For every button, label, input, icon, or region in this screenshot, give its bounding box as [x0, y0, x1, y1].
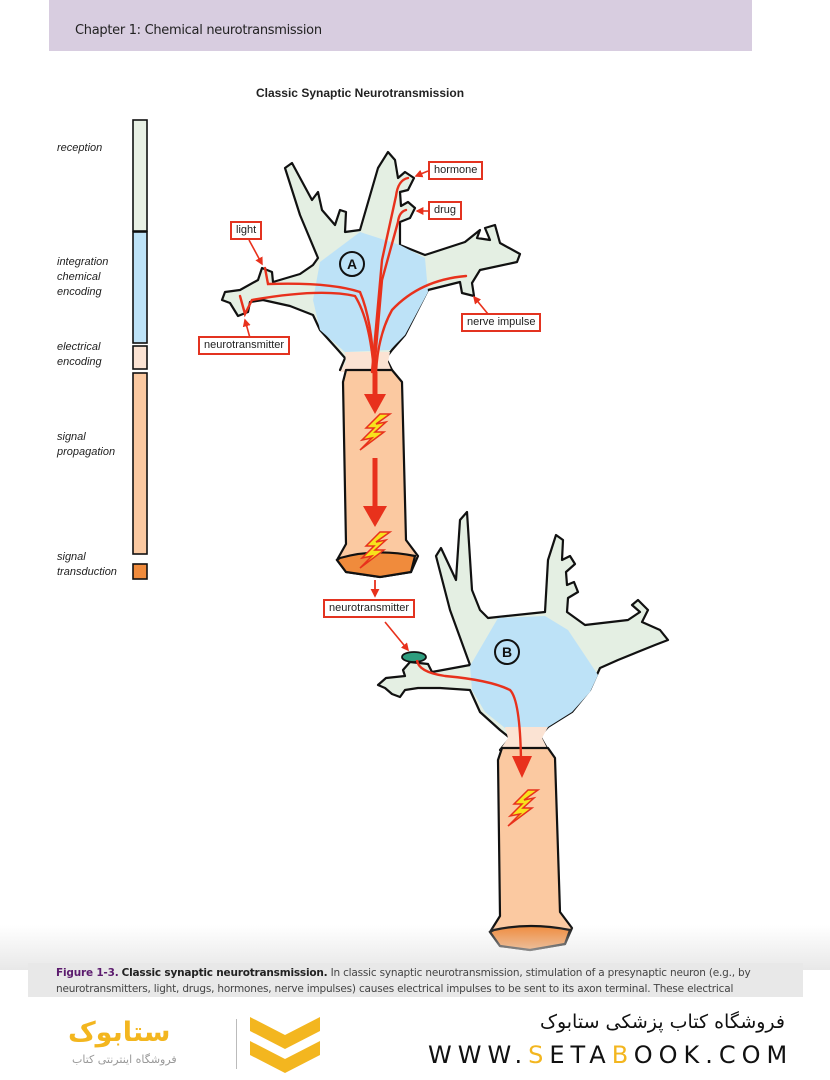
chapter-title: Chapter 1: Chemical neurotransmission [75, 23, 322, 38]
neuron-a-terminal [335, 551, 417, 579]
url-highlight: S [528, 1041, 550, 1069]
store-logo-subtext: فروشگاه اینترنتی کتاب [72, 1053, 177, 1066]
neuron-a-soma [313, 232, 428, 352]
lightning-bolt-icon [359, 531, 393, 569]
neurotransmitter-a-pointer [242, 318, 251, 339]
stage-label-reception: reception [57, 141, 102, 156]
neuron-b-label-circle [494, 639, 520, 665]
store-logo-text: ستابوک [68, 1017, 171, 1048]
url-part: WWW. [428, 1041, 529, 1069]
lightning-bolt-icon [359, 413, 393, 451]
neuron-b-arrow-head [512, 756, 532, 778]
store-footer: ستابوک فروشگاه اینترنتی کتاب فروشگاه کتا… [0, 997, 830, 1080]
stage-bar [132, 119, 148, 580]
stage-bar-integration [132, 231, 148, 344]
stage-label-line: reception [57, 142, 103, 154]
neuron-a-hillock [340, 352, 392, 372]
receptor-icon [401, 651, 427, 663]
stage-bar-reception [132, 119, 148, 232]
stage-label-line: signal [57, 551, 86, 563]
neuron-b-label: B [502, 644, 512, 660]
stage-label-line: signal [57, 431, 86, 443]
stage-label-line: encoding [57, 286, 102, 298]
neuron-b-axon [488, 746, 574, 952]
logo-divider [236, 1019, 237, 1069]
neuron-b-soma [470, 616, 598, 728]
neurotransmission-diagram: A B [132, 119, 670, 952]
stage-label-line: chemical [57, 271, 101, 283]
stage-label-line: electrical [57, 341, 101, 353]
neuron-a-signal-paths [238, 176, 468, 374]
neuron-b: B [376, 510, 670, 952]
stage-label-line: transduction [57, 566, 117, 578]
neuron-b-hillock [500, 727, 548, 750]
stage-label-line: integration [57, 256, 109, 268]
callout-neurotransmitter-b: neurotransmitter [323, 599, 416, 618]
caption-text: In classic synaptic neurotransmission, s… [56, 967, 751, 995]
stage-label-integration: integration chemical encoding [57, 255, 108, 300]
lightning-bolt-icon [507, 789, 541, 827]
figure-title: Classic Synaptic Neurotransmission [255, 86, 465, 100]
url-part: OOK.COM [633, 1041, 794, 1069]
url-part: ETA [549, 1041, 612, 1069]
stage-bar-electrical-encoding [132, 345, 148, 370]
neuron-a-label-circle [339, 251, 365, 277]
callout-neurotransmitter-a: neurotransmitter [198, 336, 291, 355]
neuron-a-arrow-1-head [364, 394, 386, 414]
store-url[interactable]: WWW.SETABOOK.COM [428, 1041, 793, 1069]
nerve-impulse-pointer [472, 295, 489, 315]
stage-bar-signal-propagation [132, 372, 148, 555]
store-name: فروشگاه کتاب پزشکی ستابوک [539, 1011, 785, 1033]
chevron-logo-icon [250, 1017, 320, 1073]
callout-light: light [230, 221, 263, 240]
url-highlight: B [611, 1041, 634, 1069]
callout-drug: drug [428, 201, 463, 220]
stage-label-electrical-encoding: electrical encoding [57, 340, 102, 370]
stage-label-line: encoding [57, 356, 102, 368]
stage-bar-signal-transduction [132, 563, 148, 580]
neuron-a-label: A [347, 256, 357, 272]
caption-figure-number: Figure 1-3. [56, 967, 119, 979]
neuron-a-arrow-2-head [363, 506, 387, 527]
stage-label-line: propagation [57, 446, 116, 458]
bottom-fade [0, 925, 830, 970]
stage-label-signal-propagation: signal propagation [57, 430, 115, 460]
neuron-a: A [220, 150, 522, 579]
neurotransmitter-b-pointer [384, 621, 410, 652]
chapter-header: Chapter 1: Chemical neurotransmission [49, 0, 752, 51]
caption-figure-title: Classic synaptic neurotransmission. [121, 967, 328, 979]
hormone-pointer [414, 169, 429, 178]
callout-hormone: hormone [428, 161, 484, 180]
callout-nerve-impulse: nerve impulse [461, 313, 542, 332]
stage-label-signal-transduction: signal transduction [57, 550, 117, 580]
neuron-b-signal-path [415, 659, 523, 761]
light-pointer [248, 239, 263, 266]
figure-caption: Figure 1-3. Classic synaptic neurotransm… [28, 963, 803, 997]
